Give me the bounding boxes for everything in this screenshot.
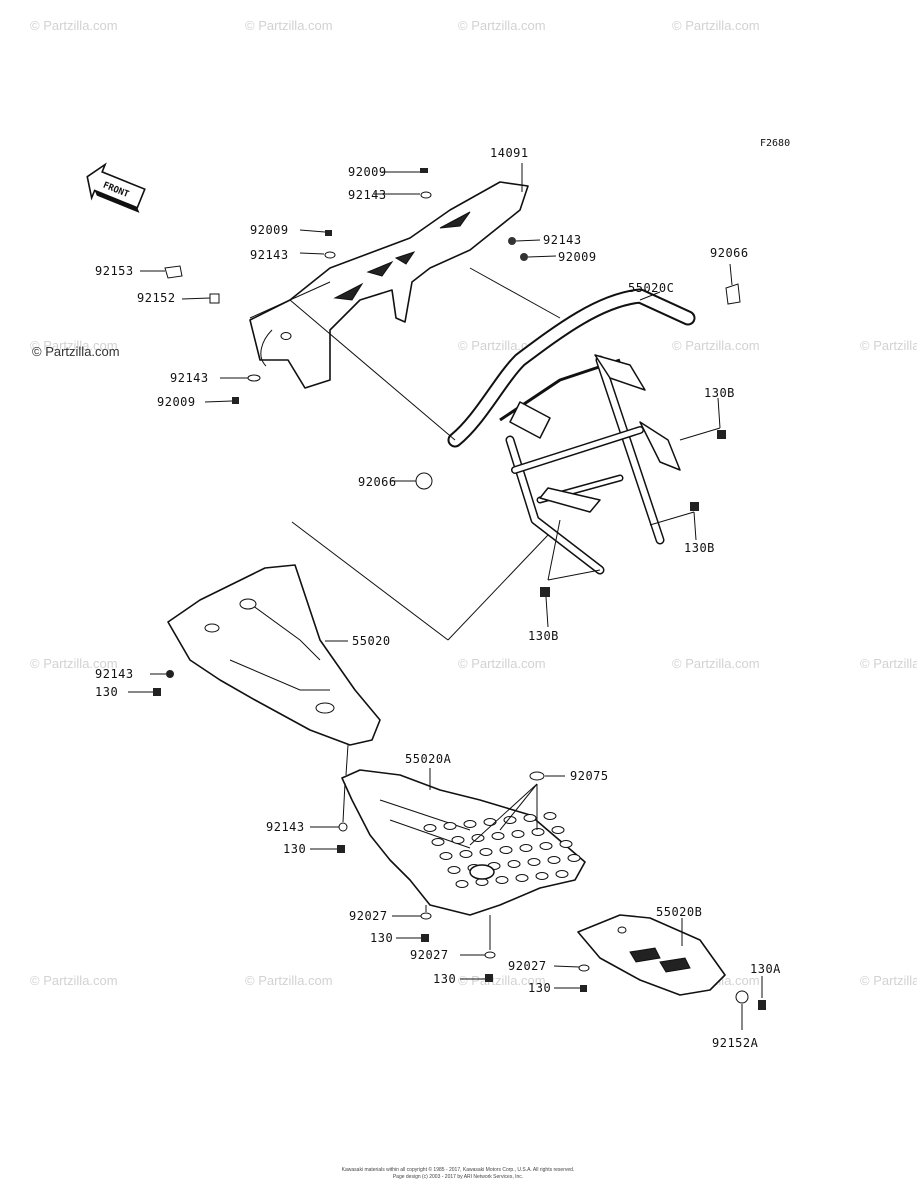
skid-plate-hole [555,870,569,878]
callout-130: 130 [95,685,118,699]
watermark-text: © Partzilla.com [30,973,118,988]
skid-plate-hole [423,824,437,832]
figure-code: F2680 [760,138,790,149]
watermark-text: © Partzilla.com [458,656,546,671]
skid-plate-hole [559,840,573,848]
watermark-text: © Partzilla.com [860,973,917,988]
skid-plate-hole [463,820,477,828]
watermark-layer: © Partzilla.com© Partzilla.com© Partzill… [30,18,917,988]
skid-plate-hole [455,880,469,888]
skid-plate-hole [527,858,541,866]
callout-55020b: 55020B [656,905,702,919]
watermark-text: © Partzilla.com [672,18,760,33]
callout-92066: 92066 [358,475,397,489]
callout-92009: 92009 [558,250,597,264]
watermark-text: © Partzilla.com [860,656,917,671]
skid-plate-hole [547,856,561,864]
callout-92143: 92143 [250,248,289,262]
skid-plate-hole [507,860,521,868]
callout-130: 130 [433,972,456,986]
part-55020-guard[interactable] [167,564,381,746]
watermark-text: © Partzilla.com [672,656,760,671]
watermark-text: © Partzilla.com [30,18,118,33]
callout-130a: 130A [750,962,781,976]
callout-14091: 14091 [490,146,529,160]
callout-92143: 92143 [543,233,582,247]
hardware-icons [153,168,766,1010]
callout-92075: 92075 [570,769,609,783]
callout-130: 130 [528,981,551,995]
callout-130b: 130B [528,629,559,643]
callout-92143: 92143 [266,820,305,834]
part-55020A-skid-plate[interactable] [341,769,586,916]
skid-plate-hole [535,872,549,880]
skid-plate-hole [499,846,513,854]
callout-92027: 92027 [410,948,449,962]
skid-plate-hole [539,842,553,850]
part-55020B-plate[interactable] [577,914,726,996]
callout-92143: 92143 [95,667,134,681]
skid-plate-hole [511,830,525,838]
skid-plate-hole [551,826,565,834]
watermark-text: © Partzilla.com [30,656,118,671]
front-arrow-icon: FRONT [86,162,146,213]
skid-plate-hole [543,812,557,820]
skid-plate-hole [567,854,581,862]
skid-plate-hole [523,814,537,822]
skid-plate-hole [479,848,493,856]
callout-92152: 92152 [137,291,176,305]
watermark-text: © Partzilla.com [458,973,546,988]
callout-92143: 92143 [170,371,209,385]
watermark-text: © Partzilla.com [245,18,333,33]
callout-130b: 130B [704,386,735,400]
skid-plate-hole [515,874,529,882]
callout-92009: 92009 [348,165,387,179]
callout-92143: 92143 [348,188,387,202]
skid-plate-hole [531,828,545,836]
callout-92027: 92027 [508,959,547,973]
callout-92152a: 92152A [712,1036,759,1050]
copyright-line: Kawasaki materials within all copyright … [342,1166,575,1173]
callout-92027: 92027 [349,909,388,923]
callout-labels: 14091 92009 92143 92009 92143 92143 92009 92153… [95,146,781,1050]
skid-plate-hole [495,876,509,884]
watermark-text: © Partzilla.com [458,18,546,33]
callout-130: 130 [283,842,306,856]
callout-55020c: 55020C [628,281,674,295]
skid-plate-hole [447,866,461,874]
callout-92066: 92066 [710,246,749,260]
skid-plate-holes [423,812,581,888]
skid-plate-hole [443,822,457,830]
callout-55020a: 55020A [405,752,452,766]
watermark-text: © Partzilla.com [30,338,118,353]
leader-lines [128,163,763,1030]
watermark-text: © Partzilla.com [32,344,120,359]
skid-plate-hole [451,836,465,844]
skid-plate-hole [483,818,497,826]
callout-92153: 92153 [95,264,134,278]
skid-plate-hole [439,852,453,860]
callout-55020: 55020 [352,634,391,648]
skid-plate-hole [491,832,505,840]
watermark-text: © Partzilla.com [672,338,760,353]
skid-plate-hole [459,850,473,858]
part-55020C-bumper[interactable] [447,288,696,575]
part-14091-cover[interactable] [249,181,529,389]
design-credit-line: Page design (c) 2003 - 2017 by ARI Netwo… [393,1174,523,1180]
callout-92009: 92009 [157,395,196,409]
watermark-text: © Partzilla.com [245,973,333,988]
skid-plate-hole [431,838,445,846]
callout-130: 130 [370,931,393,945]
callout-92009: 92009 [250,223,289,237]
callout-130b: 130B [684,541,715,555]
skid-plate-hole [519,844,533,852]
watermark-text: © Partzilla.com [860,338,917,353]
